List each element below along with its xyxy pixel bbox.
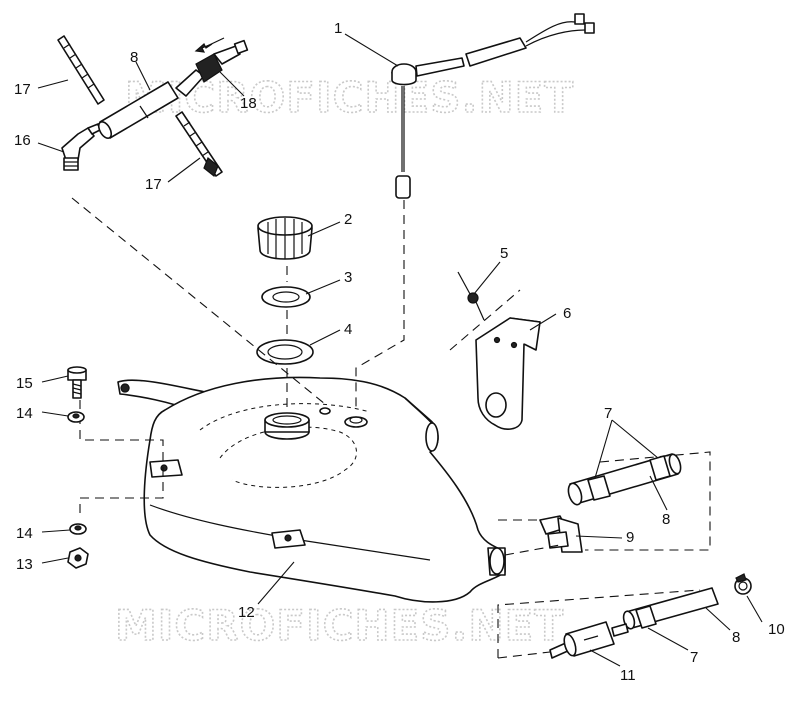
callout-14a: 14: [16, 405, 33, 422]
callout-11: 11: [620, 667, 636, 684]
callout-13: 13: [16, 556, 33, 573]
callout-17b: 17: [145, 176, 162, 193]
nut-part: [67, 547, 89, 569]
assembly-lines: [71, 197, 711, 659]
fuel-fitting-part: [539, 515, 583, 553]
mounting-bracket-part: [475, 317, 541, 430]
fuel-tank-part: [117, 376, 506, 603]
inline-fuel-filter-part: [549, 621, 629, 659]
callout-1: 1: [334, 20, 342, 37]
callout-2: 2: [344, 211, 352, 228]
check-valve-part: [175, 37, 249, 97]
push-rivet-part: [457, 271, 485, 321]
watermark-bottom: MICROFICHES.NET: [115, 601, 564, 650]
callout-12: 12: [238, 604, 255, 621]
washer-upper-part: [67, 411, 85, 423]
callout-7b: 7: [690, 649, 698, 666]
callout-16: 16: [14, 132, 31, 149]
callout-7a: 7: [604, 405, 612, 422]
small-clamp-part: [734, 573, 752, 595]
hose-clamp-lower-part: [175, 111, 223, 177]
callout-17a: 17: [14, 81, 31, 98]
vent-fitting-part: [61, 123, 101, 171]
callout-8b: 8: [732, 629, 740, 646]
callout-4: 4: [344, 321, 352, 338]
callout-5: 5: [500, 245, 508, 262]
leader-lines: [37, 33, 763, 667]
callout-6: 6: [563, 305, 571, 322]
neck-gasket-part: [256, 339, 314, 365]
callout-3: 3: [344, 269, 352, 286]
washer-lower-part: [69, 523, 87, 535]
callout-18: 18: [240, 95, 257, 112]
fuel-hose-lower-part: [622, 587, 719, 630]
callout-10: 10: [768, 621, 785, 638]
callout-labels: 1 2 3 4 5 6 7 8 9 10 8 7 11 12 13 14 14 …: [14, 20, 785, 684]
gas-cap-part: [257, 216, 313, 260]
callout-14b: 14: [16, 525, 33, 542]
callout-8a: 8: [662, 511, 670, 528]
cap-gasket-part: [261, 286, 311, 308]
vent-hose-part: [97, 81, 179, 139]
fuel-hose-upper-part: [567, 453, 682, 506]
fuel-sender-part: [391, 13, 595, 199]
callout-8c: 8: [130, 49, 138, 66]
callout-9: 9: [626, 529, 634, 546]
bolt-part: [67, 366, 87, 399]
hose-clamp-upper-part: [57, 35, 105, 105]
callout-15: 15: [16, 375, 33, 392]
filler-neck: [264, 412, 310, 440]
